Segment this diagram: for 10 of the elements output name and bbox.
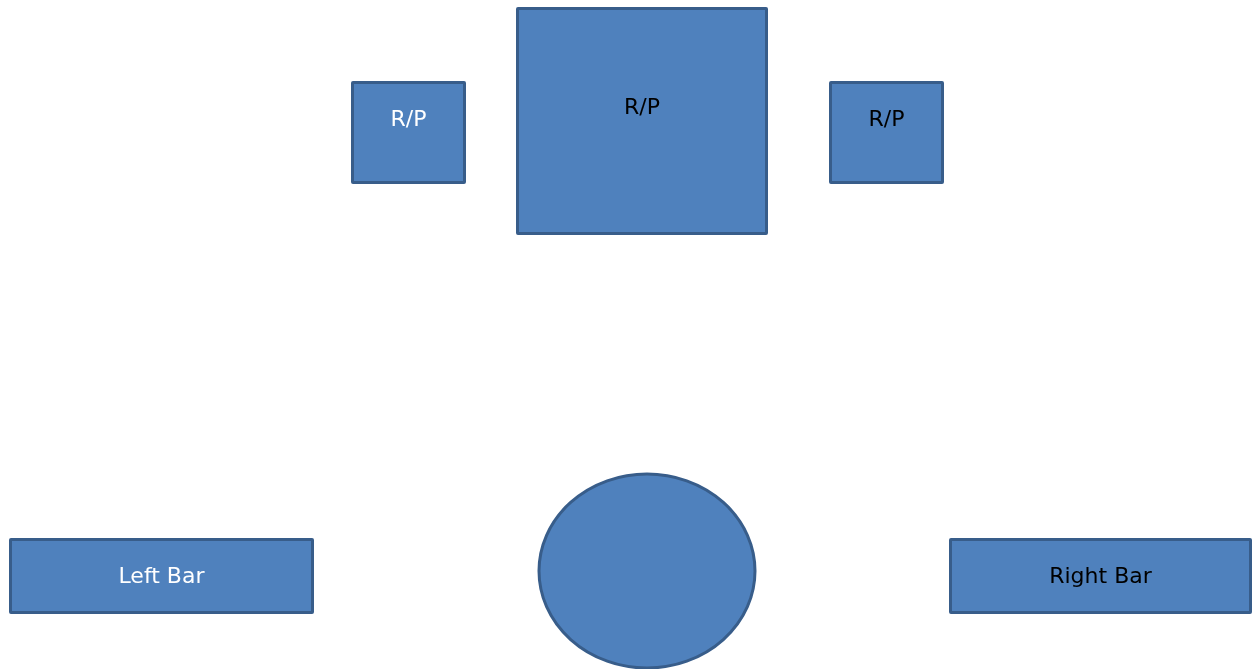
rp-box [829,81,944,184]
rp-box [351,81,466,184]
bar-box [949,538,1252,614]
bar-box [9,538,314,614]
rp-box [516,7,768,235]
box-label: Left Bar [117,563,206,589]
box-label: Right Bar [1048,563,1153,589]
box-label: R/P [867,106,906,132]
box-label: R/P [389,106,428,132]
box-label: R/P [623,94,661,120]
